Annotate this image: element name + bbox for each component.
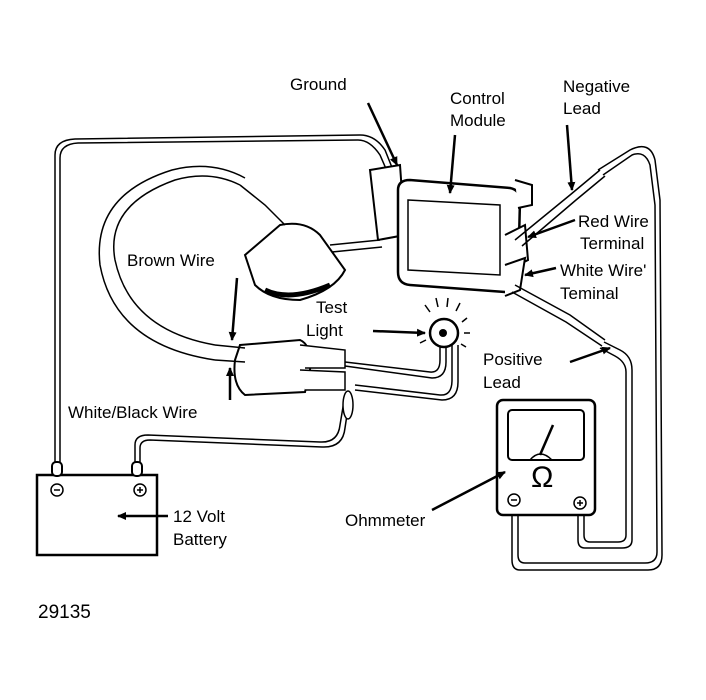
- positive-lead-arrow: [569, 346, 611, 364]
- white-wire-terminal-arrow: [524, 266, 557, 278]
- ohm-symbol-icon: Ω: [531, 461, 554, 494]
- label-red-wire-terminal-line1: Red Wire: [578, 212, 649, 231]
- label-ground: Ground: [290, 75, 347, 94]
- negative-lead-arrow: [565, 124, 576, 191]
- label-arrows: [117, 102, 611, 520]
- test-light-wire: [344, 345, 459, 401]
- upper-connector: [239, 184, 383, 302]
- wire-harness: [98, 165, 246, 361]
- label-white-wire-terminal-line2: Teminal: [560, 284, 619, 303]
- ohmmeter-negative-terminal-icon: [507, 493, 521, 507]
- battery-positive-terminal-icon: [133, 483, 147, 497]
- label-positive-lead-line2: Lead: [483, 373, 521, 392]
- brown-wire-arrow: [228, 277, 239, 341]
- label-test-light-line1: Test: [316, 298, 348, 317]
- label-brown-wire: Brown Wire: [127, 251, 215, 270]
- battery: [35, 461, 159, 557]
- battery-negative-terminal-icon: [50, 483, 64, 497]
- ohmmeter-positive-terminal-icon: [573, 496, 587, 510]
- ohmmeter-arrow: [431, 470, 506, 512]
- control-module: [396, 178, 533, 297]
- ohmmeter: [495, 398, 597, 517]
- figure-number: 29135: [38, 602, 91, 623]
- label-test-light-line2: Light: [306, 321, 343, 340]
- control-module-arrow: [446, 134, 457, 194]
- label-positive-lead-line1: Positive: [483, 350, 543, 369]
- label-ohmmeter: Ohmmeter: [345, 511, 426, 530]
- positive-lead: [511, 284, 633, 549]
- ground-wire: [54, 134, 396, 462]
- red-wire-terminal-arrow: [527, 218, 576, 239]
- meter-needle: [538, 424, 555, 456]
- ground-arrow: [366, 102, 399, 166]
- label-battery-line1: 12 Volt: [173, 507, 225, 526]
- battery-positive-wire: [134, 390, 354, 462]
- label-white-wire-terminal-line1: White Wire': [560, 261, 647, 280]
- label-red-wire-terminal-line2: Terminal: [580, 234, 645, 253]
- label-control-module-line2: Module: [450, 111, 506, 130]
- test-light-arrow: [372, 328, 426, 337]
- label-battery-line2: Battery: [173, 530, 227, 549]
- label-white-black-wire: White/Black Wire: [68, 403, 198, 422]
- negative-lead: [511, 145, 663, 571]
- label-negative-lead-line1: Negative: [563, 77, 631, 96]
- lower-connector: [214, 338, 346, 397]
- label-control-module-line1: Control: [450, 89, 505, 108]
- test-light-bulb: [419, 297, 470, 349]
- label-negative-lead-line2: Lead: [563, 99, 601, 118]
